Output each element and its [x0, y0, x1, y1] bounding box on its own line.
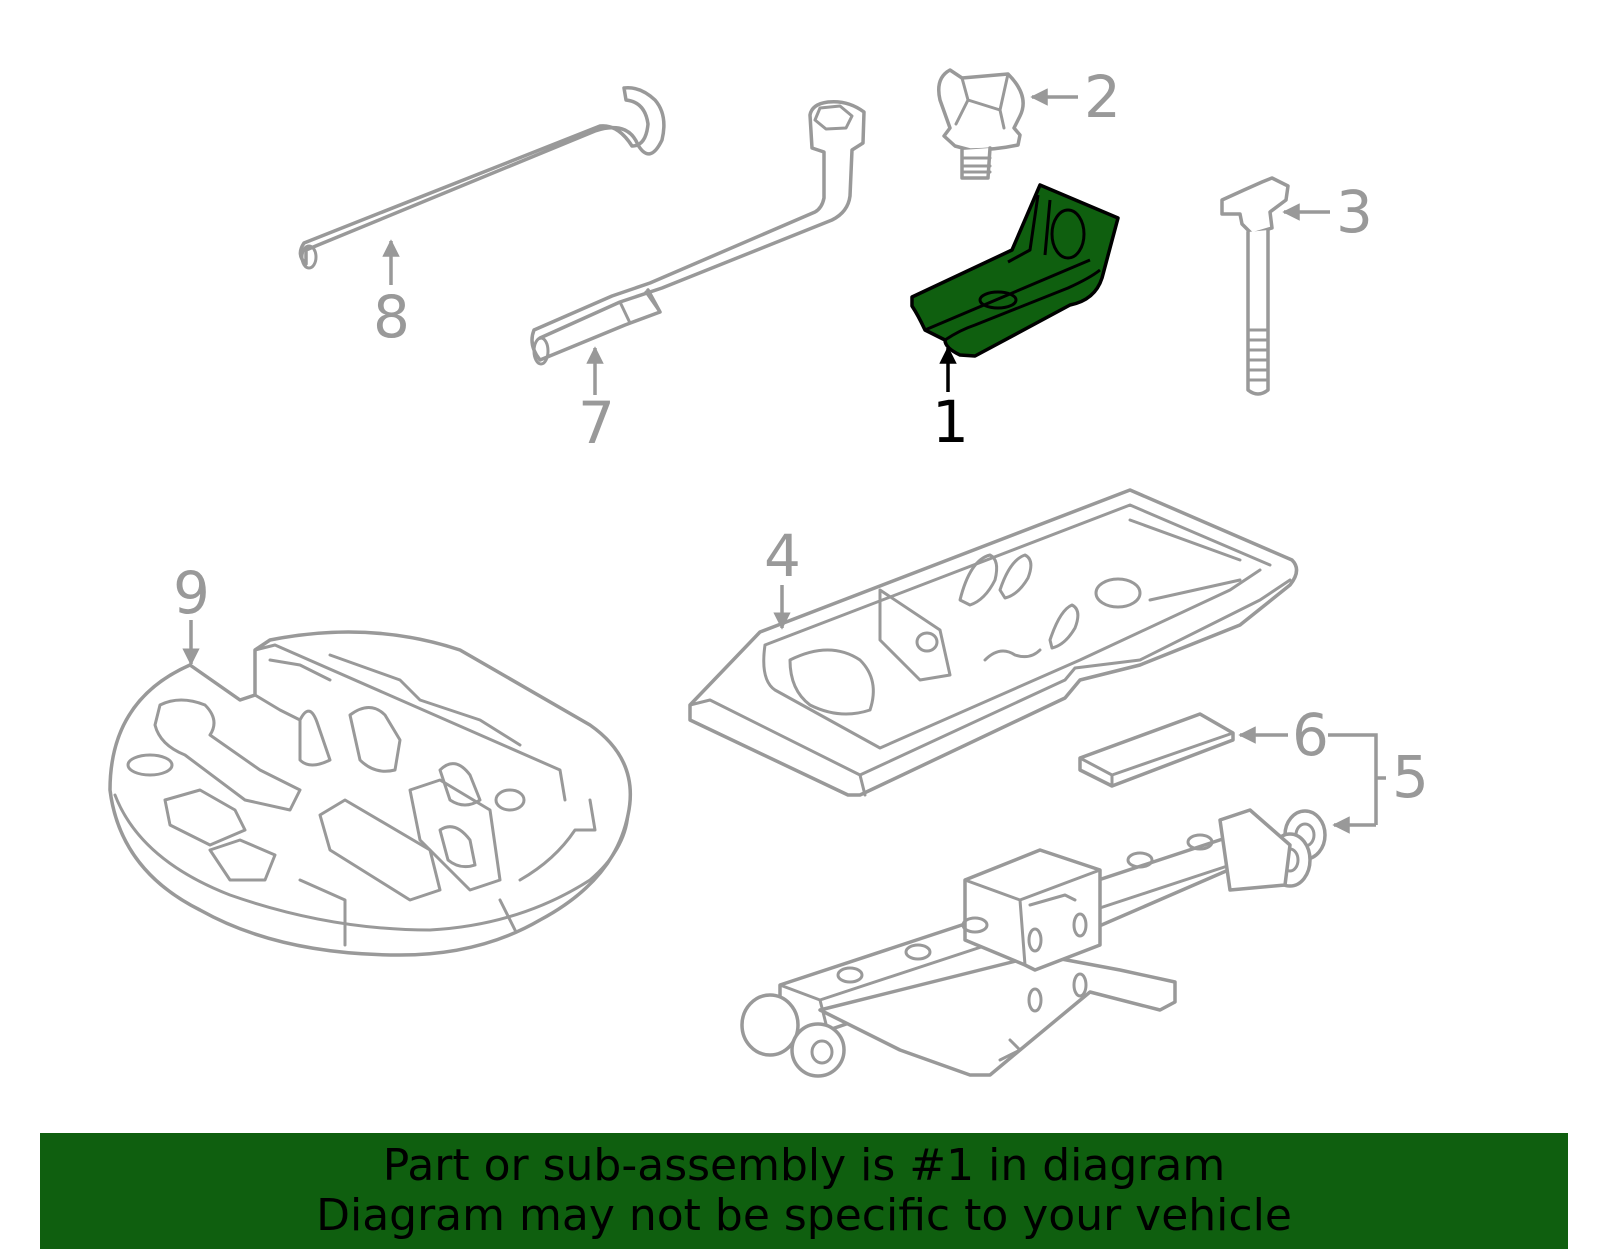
- part-5-scissor-jack[interactable]: [740, 808, 1327, 1078]
- callout-9[interactable]: 9: [173, 559, 210, 627]
- callout-8[interactable]: 8: [373, 283, 410, 351]
- banner-line-2: Diagram may not be specific to your vehi…: [316, 1190, 1292, 1241]
- bracket-5: [1328, 733, 1378, 825]
- callout-6[interactable]: 6: [1292, 701, 1329, 769]
- callout-2[interactable]: 2: [1084, 63, 1121, 131]
- info-banner: Part or sub-assembly is #1 in diagram Di…: [40, 1133, 1568, 1249]
- part-2-wing-bolt[interactable]: [937, 68, 1025, 180]
- callout-4[interactable]: 4: [764, 522, 801, 590]
- part-6-pad[interactable]: [1078, 712, 1235, 788]
- callout-3[interactable]: 3: [1336, 178, 1373, 246]
- part-8-tool-bar[interactable]: [298, 86, 666, 270]
- callout-7[interactable]: 7: [578, 389, 615, 457]
- banner-line-1: Part or sub-assembly is #1 in diagram: [382, 1140, 1226, 1191]
- callout-5[interactable]: 5: [1392, 743, 1429, 811]
- part-4-tool-tray[interactable]: [688, 488, 1299, 797]
- part-1-fill: [910, 183, 1120, 358]
- part-9-foam-tray[interactable]: [108, 630, 633, 957]
- part-1-jack-bracket[interactable]: [910, 183, 1120, 358]
- part-7-lug-wrench[interactable]: [530, 99, 866, 366]
- part-3-long-bolt[interactable]: [1220, 176, 1290, 396]
- callout-1[interactable]: 1: [932, 388, 969, 456]
